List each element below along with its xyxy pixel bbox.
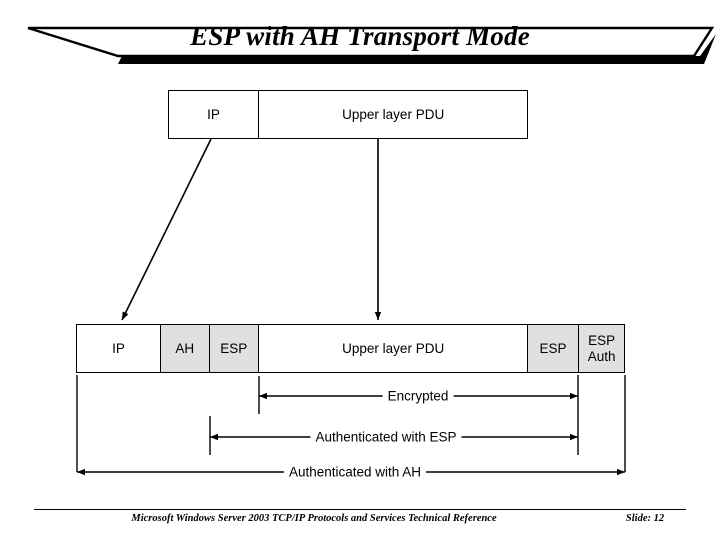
page-title: ESP with AH Transport Mode <box>190 20 530 51</box>
slide-number: Slide: 12 <box>625 513 665 524</box>
packet-cell-ip-protected: IP <box>76 324 161 373</box>
title-banner: ESP with AH Transport Mode <box>0 12 720 64</box>
measure-label-authenticated-with-esp: Authenticated with ESP <box>310 429 462 445</box>
measure-label-authenticated-with-ah: Authenticated with AH <box>283 464 427 480</box>
packet-cell-upper-layer-pdu-protected: Upper layer PDU <box>258 324 528 373</box>
packet-cell-esp-header: ESP <box>208 324 259 373</box>
title-banner-outline <box>27 26 715 58</box>
packet-cell-ah: AH <box>159 324 210 373</box>
packet-cell-upper-layer-pdu-original: Upper layer PDU <box>258 90 528 139</box>
packet-cell-esp-trailer: ESP <box>527 324 579 373</box>
packet-cell-ip-original: IP <box>168 90 259 139</box>
packet-cell-esp-auth: ESP Auth <box>578 324 626 373</box>
measure-label-encrypted: Encrypted <box>382 388 454 404</box>
footer-attribution: Microsoft Windows Server 2003 TCP/IP Pro… <box>131 513 497 524</box>
title-banner-shape <box>27 26 716 64</box>
footer-divider <box>34 509 686 510</box>
mapping-arrow-ip-header <box>121 138 212 321</box>
scope-guide-ticks <box>76 375 626 472</box>
